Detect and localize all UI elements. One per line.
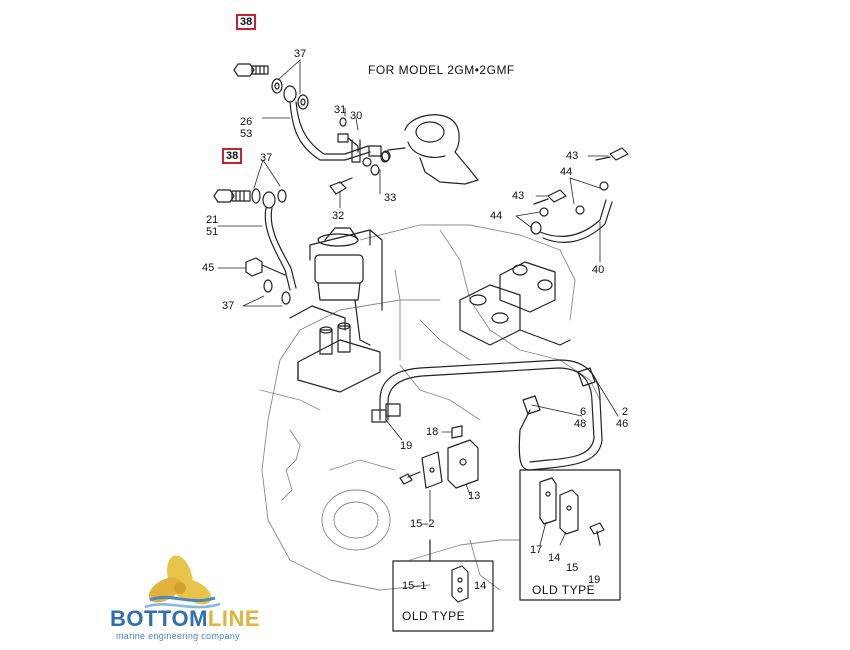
fuel-pipe-40 (539, 199, 613, 243)
callout-6: 6 (580, 406, 587, 418)
callout-45: 45 (202, 262, 215, 274)
callout-37-top: 37 (294, 48, 307, 60)
callout-37-low: 37 (222, 300, 235, 312)
logo-word-a: BOTTOM (110, 606, 208, 631)
fuel-pipe-26-53 (283, 85, 382, 161)
bolt-33-32 (329, 151, 390, 195)
bracket-13 (399, 425, 479, 489)
callout-26: 26 (240, 116, 253, 128)
washers-37-top (271, 78, 309, 110)
callout-37-mid: 37 (260, 152, 273, 164)
callout-38-mid: 38 (222, 148, 243, 164)
fuel-solenoid (289, 305, 381, 393)
diagram-title: FOR MODEL 2GM•2GMF (368, 63, 515, 77)
callout-53: 53 (240, 128, 253, 140)
bleeder-screws-43-44 (530, 147, 629, 235)
washers-37-mid (251, 188, 287, 204)
fuel-filter (309, 227, 383, 346)
callout-18: 18 (426, 426, 439, 438)
callout-13: 13 (468, 490, 481, 502)
callout-32: 32 (332, 210, 345, 222)
callout-19-oldtype2: 19 (588, 574, 601, 586)
callout-33: 33 (384, 192, 397, 204)
old-type-label-1: OLD TYPE (402, 609, 466, 623)
callout-31: 31 (334, 104, 347, 116)
callout-48: 48 (574, 418, 587, 430)
old-type-box-1 (392, 539, 494, 632)
banjo-45 (245, 257, 291, 305)
callout-15-1: 15–1 (402, 580, 427, 592)
callout-51: 51 (206, 226, 219, 238)
callout-43-upper: 43 (566, 150, 579, 162)
logo-wordmark: BOTTOMLINE (110, 606, 260, 632)
logo-word-b: LINE (207, 606, 261, 631)
banjo-bolt-38-mid (213, 189, 251, 203)
callout-15: 15 (566, 562, 579, 574)
callout-40: 40 (592, 264, 605, 276)
old-type-box-2 (519, 469, 621, 601)
callout-2: 2 (622, 406, 629, 418)
fuel-pipe-21-51 (262, 191, 297, 291)
high-pressure-pipes (371, 359, 603, 471)
clip-30-31 (337, 117, 361, 163)
callout-17: 17 (530, 544, 543, 556)
callout-30: 30 (350, 110, 363, 122)
propeller-wave-icon (144, 555, 221, 609)
callout-44-right: 44 (560, 166, 573, 178)
old-type-label-2: OLD TYPE (532, 583, 596, 597)
callout-46: 46 (616, 418, 629, 430)
callout-21: 21 (206, 214, 219, 226)
callout-14-oldtype2: 14 (548, 552, 561, 564)
callout-44-left: 44 (490, 210, 503, 222)
callout-19-mid: 19 (400, 440, 413, 452)
callout-43-lower: 43 (512, 190, 525, 202)
feed-pump (381, 114, 479, 185)
callout-38-top: 38 (236, 14, 257, 30)
engine-block-outline (259, 224, 601, 591)
banjo-bolt-38-top (233, 63, 269, 77)
callout-14-oldtype1: 14 (474, 580, 487, 592)
logo-tagline: marine engineering company (116, 631, 240, 641)
injection-pump (459, 261, 571, 346)
callout-15-2: 15–2 (410, 518, 435, 530)
leader-lines (217, 59, 619, 546)
